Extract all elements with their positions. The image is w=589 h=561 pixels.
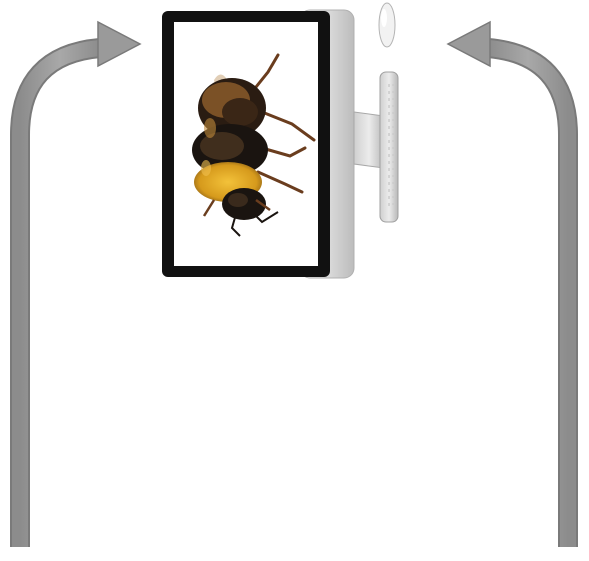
monitor-stand [354, 72, 398, 222]
mouse-icon [379, 3, 395, 47]
left-rotate-arrow-icon [20, 22, 140, 547]
monitor [162, 10, 354, 278]
right-rotate-arrow-icon [448, 22, 568, 547]
